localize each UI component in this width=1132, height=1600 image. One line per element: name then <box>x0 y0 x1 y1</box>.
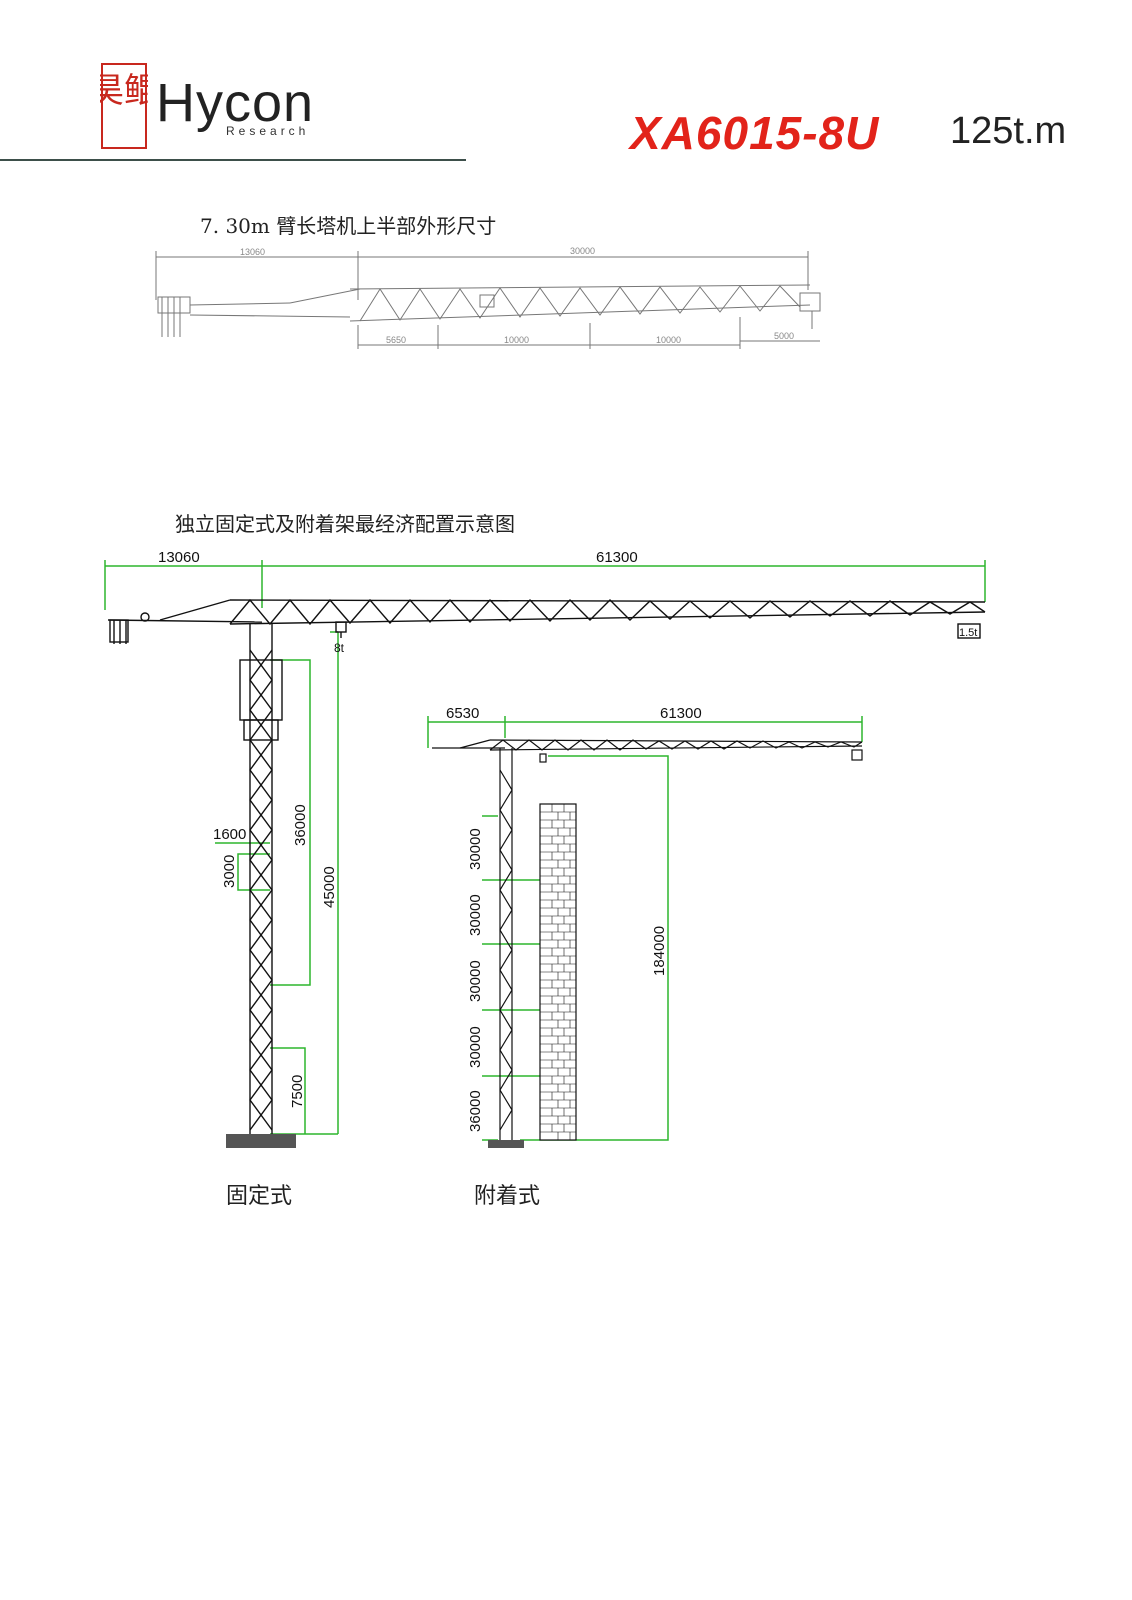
dim-label: 5000 <box>774 331 794 341</box>
dim-label: 13060 <box>240 247 265 257</box>
fixed-foundation <box>226 1134 296 1148</box>
caption-fixed: 固定式 <box>226 1184 293 1209</box>
crane-configuration-drawing: 13060 61300 8t 1.5t 1600 3000 36000 4500… <box>104 549 986 1148</box>
upper-part-drawing: 13060 30000 5650 10000 10000 5000 <box>155 246 821 349</box>
seal-icon: 昊鲲 <box>100 63 148 149</box>
svg-text:昊鲲: 昊鲲 <box>100 72 148 110</box>
dim-label: 10000 <box>504 335 529 345</box>
load-8t: 8t <box>334 641 345 655</box>
dim-segment: 30000 <box>467 960 484 1002</box>
dim-3000: 3000 <box>221 855 238 888</box>
brand-name: Hycon <box>156 73 315 133</box>
dim-1600: 1600 <box>213 826 246 843</box>
header-divider <box>0 159 466 161</box>
dim-45000: 45000 <box>321 866 338 908</box>
model-number: XA6015-8U <box>630 107 880 159</box>
load-1-5t: 1.5t <box>959 627 977 639</box>
dim-label: 30000 <box>570 246 595 256</box>
dim-jib-fixed: 61300 <box>596 549 638 566</box>
dim-jib-attached: 61300 <box>660 705 702 722</box>
dim-label: 5650 <box>386 335 406 345</box>
dim-36000: 36000 <box>292 804 309 846</box>
company-logo: 昊鲲 Hycon Research <box>100 62 360 162</box>
attached-foundation <box>488 1140 524 1148</box>
brand-subtitle: Research <box>226 124 310 138</box>
dim-segment: 30000 <box>467 828 484 870</box>
dim-184000: 184000 <box>651 926 668 976</box>
dim-counter-jib-attached: 6530 <box>446 705 479 722</box>
load-moment: 125t.m <box>950 110 1067 152</box>
dim-counter-jib-fixed: 13060 <box>158 549 200 566</box>
caption-attached: 附着式 <box>474 1184 541 1209</box>
dim-segment: 30000 <box>467 1026 484 1068</box>
section-title-upper-dimensions: 7. 30m 臂长塔机上半部外形尺寸 <box>200 214 497 238</box>
building-wall <box>539 803 577 1141</box>
dim-label: 10000 <box>656 335 681 345</box>
dim-7500: 7500 <box>289 1075 306 1108</box>
dim-segment: 36000 <box>467 1090 484 1132</box>
section-title-configuration: 独立固定式及附着架最经济配置示意图 <box>175 512 515 536</box>
dim-segment: 30000 <box>467 894 484 936</box>
